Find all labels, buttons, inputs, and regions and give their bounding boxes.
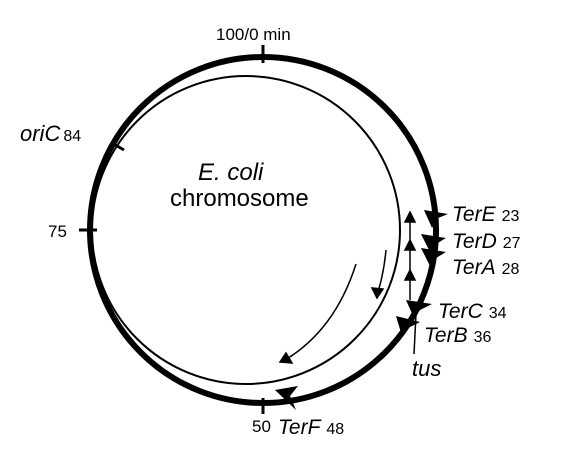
terd-label: TerD 27 — [452, 230, 521, 253]
terf-position: 48 — [326, 421, 344, 438]
terd-position: 27 — [503, 235, 521, 252]
tera-marker — [421, 248, 446, 266]
terd-marker — [421, 234, 446, 252]
tere-position: 23 — [502, 208, 520, 225]
chromosome-title-italic: E. coli — [198, 159, 264, 186]
outer-chromosome-circle — [87, 54, 439, 406]
tera-label: TerA 28 — [452, 256, 519, 279]
terf-name: TerF — [278, 416, 322, 439]
tick-oric — [111, 141, 125, 152]
terc-marker — [406, 300, 432, 318]
oric-name: oriC — [20, 121, 60, 146]
inner-replication-circle — [91, 75, 401, 385]
replication-arrows — [278, 210, 417, 364]
terc-position: 34 — [489, 305, 507, 322]
terd-name: TerD — [452, 230, 497, 253]
ter-markers — [275, 210, 448, 410]
inner-arrow-2-head — [403, 238, 417, 251]
replication-arrow-long — [284, 263, 357, 361]
terc-label: TerC 34 — [438, 300, 507, 323]
tera-name: TerA — [452, 256, 496, 279]
inner-arrow-1-head — [403, 268, 417, 281]
tere-marker — [424, 210, 448, 228]
replication-arrow-short — [377, 249, 387, 293]
tus-label: tus — [412, 356, 441, 381]
oric-position: 84 — [63, 128, 81, 145]
replication-arrow-short-head — [370, 287, 385, 300]
tick-label-left: 75 — [48, 222, 67, 241]
tus-pointer — [413, 313, 417, 355]
inner-arrow-3-head — [403, 210, 417, 223]
tick-label-top: 100/0 min — [216, 25, 291, 44]
terf-marker — [275, 386, 298, 410]
terb-name: TerB — [424, 324, 468, 347]
terc-name: TerC — [438, 300, 484, 323]
tere-label: TerE 23 — [452, 203, 519, 226]
replication-arrow-long-head — [278, 351, 294, 364]
terb-label: TerB 36 — [424, 324, 491, 347]
tere-name: TerE — [452, 203, 497, 226]
tick-label-bottom: 50 — [252, 417, 271, 436]
chromosome-title: chromosome — [170, 185, 309, 212]
terb-marker — [396, 316, 420, 336]
tera-position: 28 — [502, 261, 520, 278]
terb-position: 36 — [474, 329, 492, 346]
